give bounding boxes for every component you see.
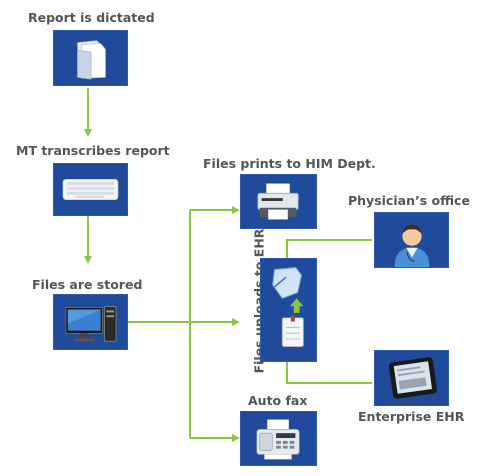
box-mt-transcribes [53, 163, 128, 216]
upload-icon [272, 267, 304, 348]
fax-machine-icon [256, 419, 300, 460]
box-uploads-ehr [260, 258, 317, 362]
label-files-stored: Files are stored [32, 277, 143, 292]
box-physician-office [374, 212, 449, 268]
box-files-prints [240, 174, 317, 229]
tablet-icon [388, 357, 437, 399]
desktop-computer-icon [65, 306, 117, 342]
document-folder-icon [77, 40, 106, 80]
line-uploads-to-physician [286, 239, 372, 258]
label-files-prints: Files prints to HIM Dept. [203, 156, 376, 171]
box-auto-fax [240, 411, 317, 466]
label-mt-transcribes: MT transcribes report [16, 143, 170, 158]
box-report-dictated [53, 30, 128, 86]
label-auto-fax: Auto fax [248, 393, 308, 408]
keyboard-icon [62, 179, 119, 200]
label-report-dictated: Report is dictated [28, 10, 155, 25]
box-enterprise-ehr [374, 350, 449, 406]
label-physician-office: Physician’s office [348, 193, 470, 208]
box-files-stored [53, 294, 128, 350]
printer-icon [257, 183, 299, 220]
physician-avatar-icon [394, 224, 430, 267]
line-uploads-to-enterprise [286, 362, 372, 384]
label-enterprise-ehr: Enterprise EHR [358, 409, 465, 424]
